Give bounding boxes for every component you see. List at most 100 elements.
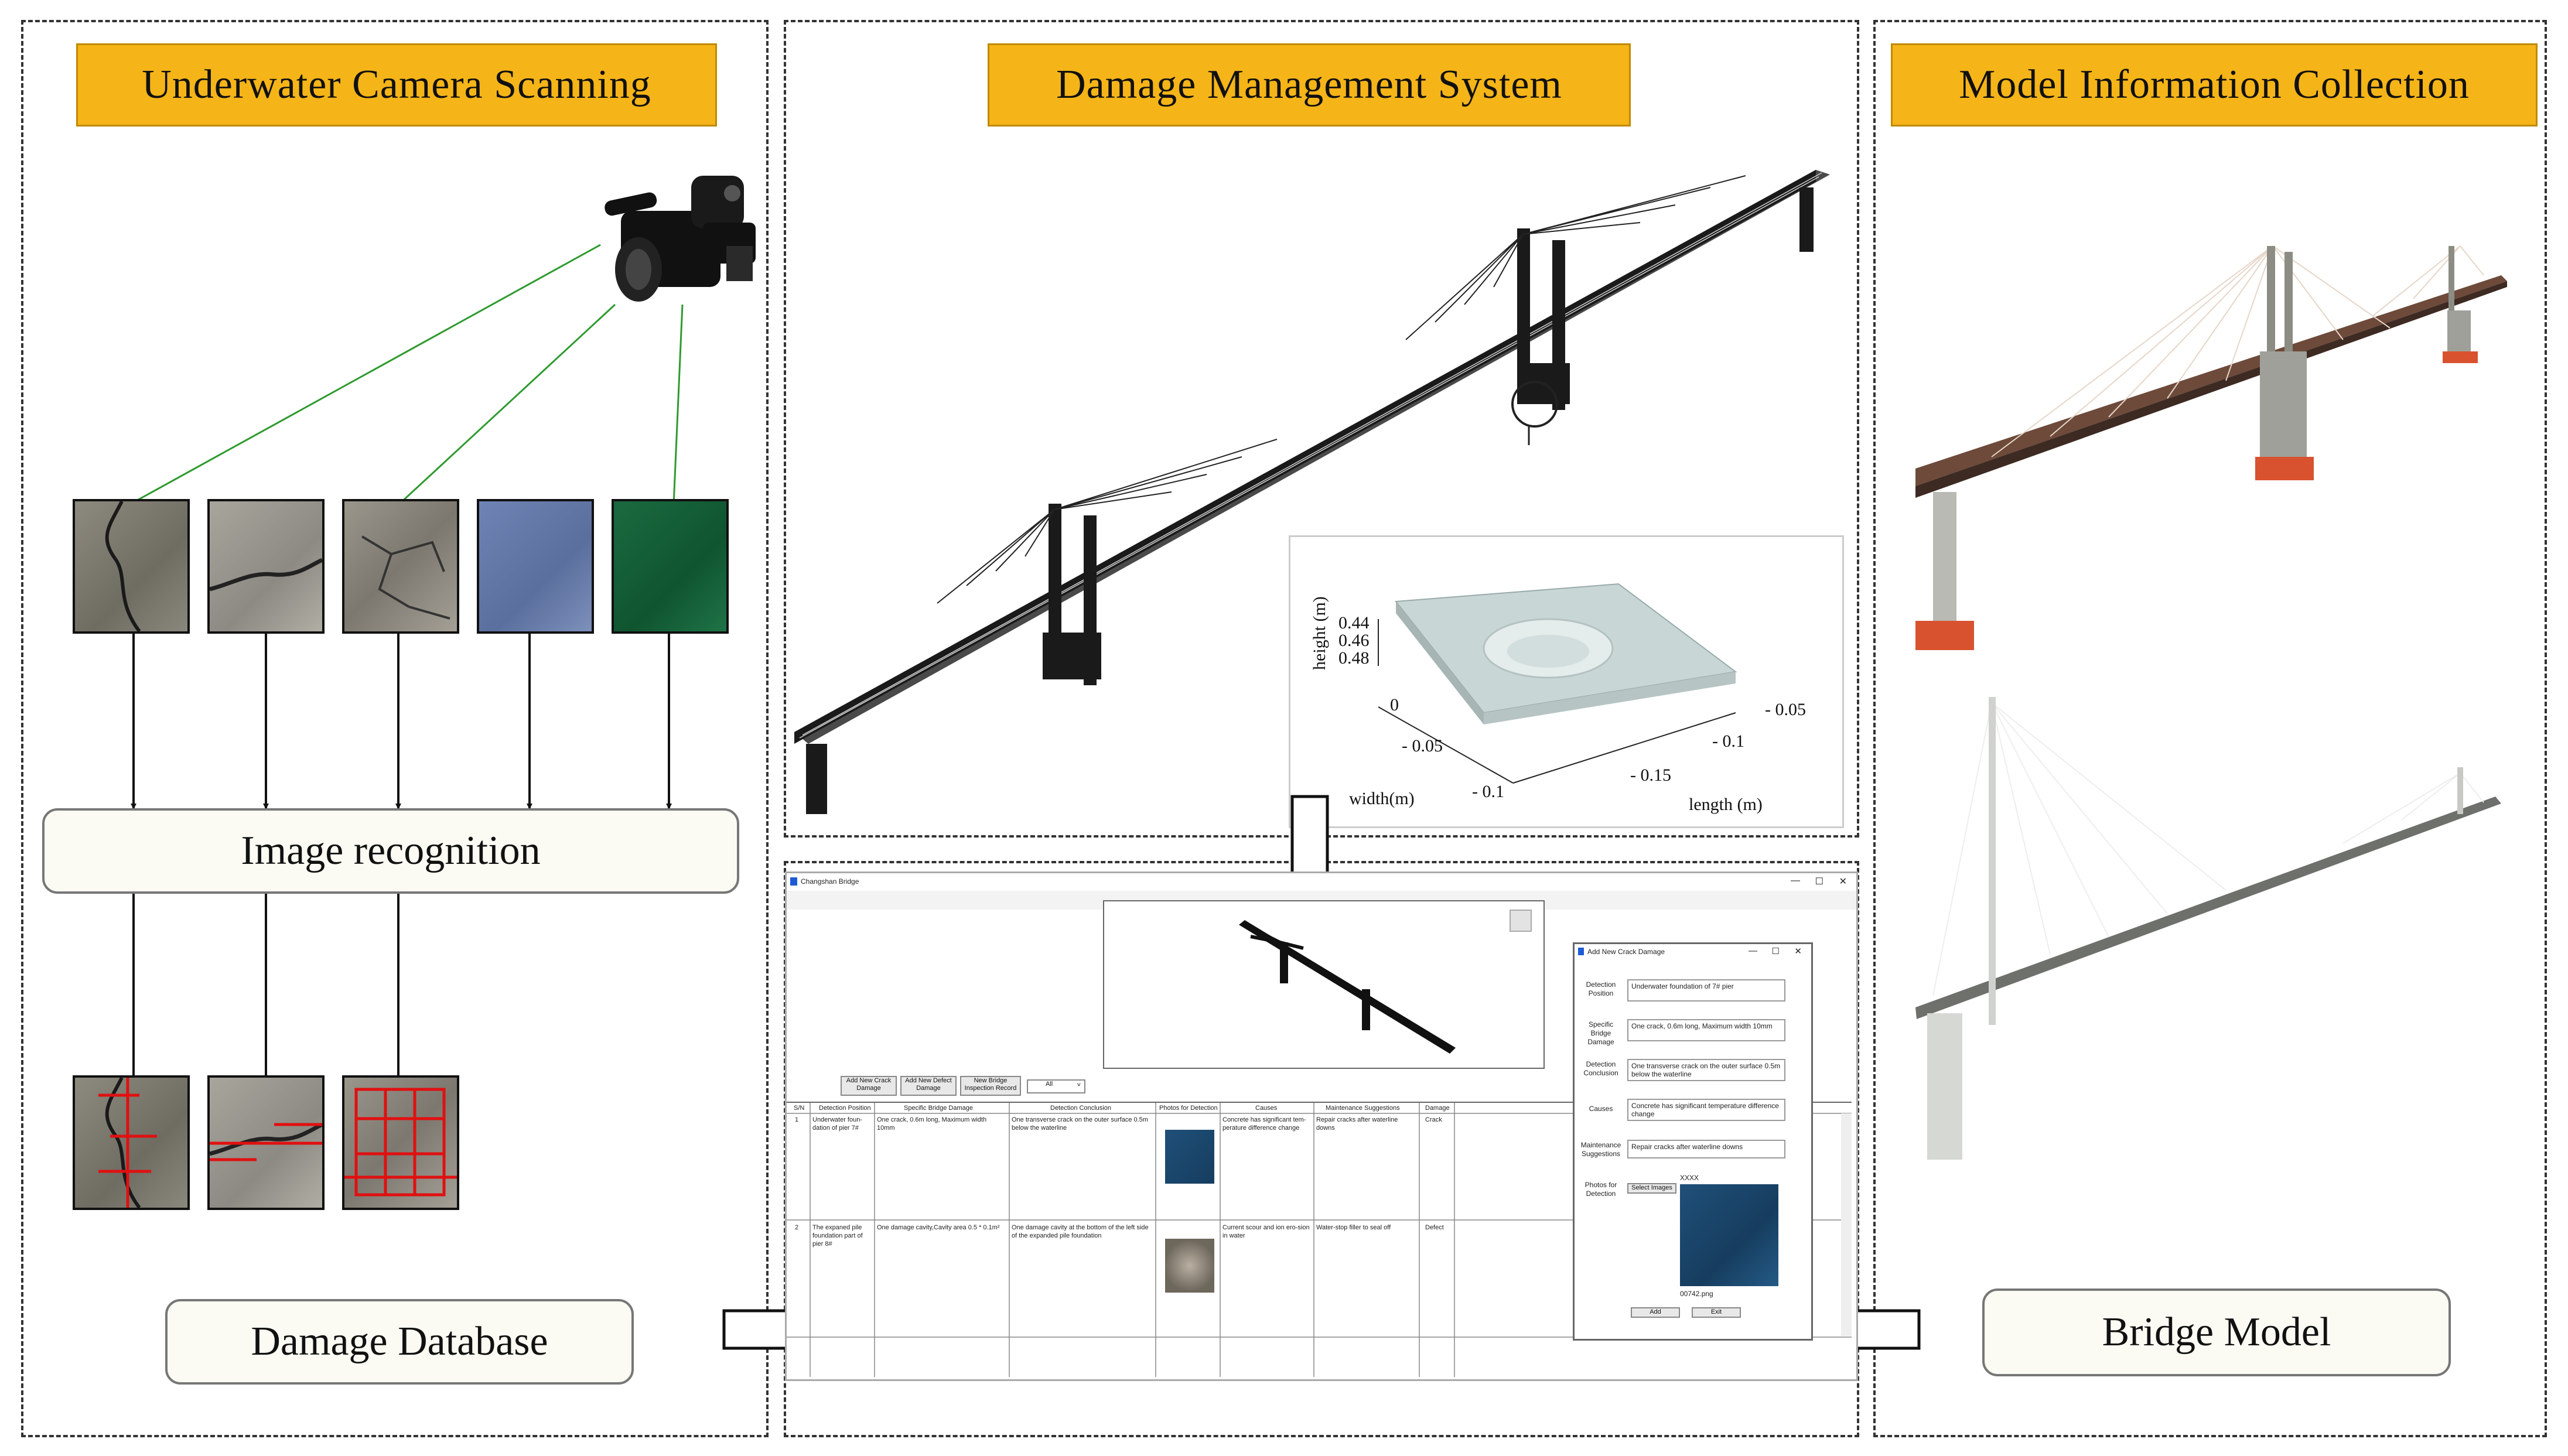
label-photos: Photos for Detection (1584, 1181, 1617, 1198)
table-grid (787, 1103, 1852, 1377)
row1-sn: 1 (795, 1116, 799, 1123)
close-icon[interactable]: ✕ (1839, 877, 1847, 887)
row1-causes: Concrete has significant tem-perature di… (1222, 1116, 1306, 1132)
length-tick-1: - 0.05 (1765, 700, 1806, 719)
viewport-bridge (1239, 920, 1456, 1054)
z-tick-1: 0.44 (1338, 613, 1370, 633)
row1-photo[interactable] (1165, 1130, 1214, 1184)
row2-causes: Current scour and ion ero-sion in water (1222, 1224, 1310, 1239)
row1-suggestions: Repair cracks after waterline downs (1316, 1116, 1398, 1132)
minimize-icon[interactable]: — (1791, 876, 1800, 886)
scan-image-5 (612, 499, 729, 634)
photo-file-name: 00742.png (1680, 1290, 1713, 1298)
row2-conclusion: One damage cavity at the bottom of the l… (1012, 1224, 1149, 1239)
dialog-close-icon[interactable]: ✕ (1794, 946, 1802, 956)
software-window: Changshan Bridge — ☐ ✕ Add New Crack Dam… (785, 871, 1858, 1381)
z-tick-3: 0.48 (1338, 648, 1370, 668)
new-inspection-record-button[interactable]: New Bridge Inspection Record (960, 1076, 1021, 1096)
col-sn: S/N (794, 1105, 805, 1112)
app-icon (790, 877, 797, 886)
field-detection-position[interactable]: Underwater foundation of 7# pier (1627, 979, 1785, 1002)
surface-plot-graphic (1378, 583, 1737, 784)
scan-image-1 (73, 499, 190, 634)
scan-image-3 (342, 499, 459, 634)
left-panel (21, 20, 769, 1437)
model-viewport[interactable] (1103, 900, 1545, 1069)
width-tick-3: - 0.1 (1472, 782, 1504, 801)
header-model-information-collection: Model Information Collection (1891, 43, 2538, 127)
width-tick-1: 0 (1390, 695, 1399, 715)
add-crack-dialog: Add New Crack Damage — ☐ ✕ Detection Pos… (1573, 942, 1813, 1341)
result-image-2 (207, 1075, 325, 1210)
dialog-title: Add New Crack Damage (1587, 948, 1665, 956)
label-maintenance-suggestions: Maintenance Suggestions (1580, 1141, 1621, 1158)
filter-value: All (1046, 1081, 1053, 1088)
label-specific-damage: Specific Bridge Damage (1587, 1020, 1614, 1046)
table-scrollbar[interactable] (1841, 1113, 1852, 1336)
col-damage: Specific Bridge Damage (904, 1105, 974, 1112)
add-defect-damage-button[interactable]: Add New Defect Damage (900, 1076, 957, 1096)
col-position: Detection Position (819, 1105, 871, 1112)
crack-shape (361, 535, 450, 620)
scan-image-4 (477, 499, 594, 634)
col-conclusion: Detection Conclusion (1050, 1105, 1111, 1112)
scan-lines (128, 244, 684, 506)
filter-select[interactable]: All ˅ (1027, 1079, 1085, 1093)
field-causes[interactable]: Concrete has significant temperature dif… (1627, 1099, 1785, 1121)
view-cube-icon[interactable] (1510, 910, 1532, 932)
col-causes: Causes (1255, 1105, 1278, 1112)
field-specific-damage[interactable]: One crack, 0.6m long, Maximum width 10mm (1627, 1019, 1785, 1041)
damage-table: S/N Detection Position Specific Bridge D… (787, 1102, 1852, 1377)
damage-database-box: Damage Database (165, 1299, 634, 1385)
row2-sn: 2 (795, 1224, 799, 1231)
chevron-down-icon: ˅ (1077, 1082, 1081, 1089)
dialog-maximize-icon[interactable]: ☐ (1771, 946, 1780, 956)
header-damage-management-system: Damage Management System (988, 43, 1631, 127)
label-causes: Causes (1589, 1105, 1613, 1113)
maximize-icon[interactable]: ☐ (1815, 877, 1823, 887)
window-title: Changshan Bridge (801, 877, 859, 886)
crack-shape (209, 558, 323, 592)
width-axis-label: width(m) (1349, 789, 1415, 808)
select-images-button[interactable]: Select Images (1627, 1183, 1676, 1194)
damage-location-marker (1511, 381, 1558, 428)
bridge-model-box: Bridge Model (1982, 1288, 2451, 1376)
video-camera-icon (605, 176, 756, 302)
crack-detection-overlay (98, 1076, 157, 1209)
dialog-app-icon (1578, 948, 1584, 955)
dialog-add-button[interactable]: Add (1631, 1307, 1680, 1318)
col-suggestions: Maintenance Suggestions (1326, 1105, 1400, 1112)
realistic-bridge (1915, 245, 2507, 650)
add-crack-damage-button[interactable]: Add New Crack Damage (841, 1076, 897, 1096)
scan-image-2 (207, 499, 325, 634)
crack-shape (105, 500, 141, 633)
col-type: Damage (1425, 1105, 1450, 1112)
right-panel (1873, 20, 2547, 1437)
photo-caption: XXXX (1680, 1174, 1699, 1182)
crack-detection-overlay (209, 1122, 323, 1161)
label-detection-conclusion: Detection Conclusion (1583, 1060, 1618, 1077)
field-detection-conclusion[interactable]: One transverse crack on the outer surfac… (1627, 1059, 1785, 1081)
dialog-exit-button[interactable]: Exit (1692, 1307, 1741, 1318)
dialog-photo-preview (1680, 1184, 1778, 1286)
crack-detection-overlay (344, 1088, 457, 1197)
row1-position: Underwater foun-dation of pier 7# (812, 1116, 862, 1132)
row2-photo[interactable] (1165, 1239, 1214, 1293)
row1-conclusion: One transverse crack on the outer surfac… (1012, 1116, 1148, 1132)
length-tick-3: - 0.15 (1630, 765, 1671, 785)
image-recognition-box: Image recognition (42, 808, 739, 894)
row1-type: Crack (1425, 1116, 1442, 1123)
model-bridge (1915, 697, 2501, 1160)
dialog-minimize-icon[interactable]: — (1749, 946, 1757, 956)
row2-type: Defect (1425, 1224, 1444, 1231)
length-tick-2: - 0.1 (1712, 732, 1744, 751)
z-tick-2: 0.46 (1338, 631, 1370, 650)
surface-plot: height (m) 0.44 0.46 0.48 0 - 0.05 - 0.1… (1289, 535, 1844, 828)
dialog-titlebar: Add New Crack Damage — ☐ ✕ (1575, 944, 1811, 961)
bridge-towers (806, 187, 1814, 814)
header-underwater-camera-scanning: Underwater Camera Scanning (76, 43, 717, 127)
result-image-3 (342, 1075, 459, 1210)
field-maintenance-suggestions[interactable]: Repair cracks after waterline downs (1627, 1140, 1785, 1158)
